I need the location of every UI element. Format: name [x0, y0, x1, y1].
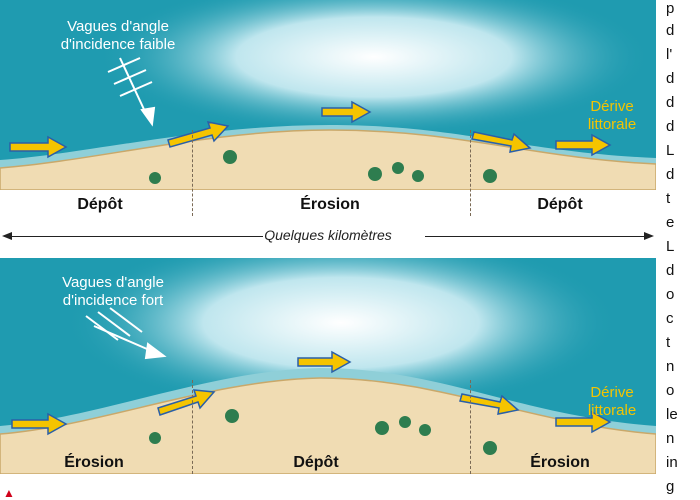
side-text-line: d: [666, 94, 675, 111]
side-text-line: d: [666, 262, 675, 279]
diagram-panel-low-angle: Vagues d'angle d'incidence faible Dérive…: [0, 0, 656, 190]
drift-label-bottom: Dérive littorale: [587, 384, 637, 419]
zone-label-top-1: Dépôt: [77, 196, 123, 213]
scale-label: Quelques kilomètres: [264, 227, 392, 243]
zone-divider: [470, 380, 471, 474]
side-text-line: d: [666, 118, 675, 135]
wave-crests-icon: [85, 307, 167, 360]
side-text-line: n: [666, 430, 675, 447]
red-triangle-icon: ▲: [3, 486, 15, 500]
side-text-line: d: [666, 70, 675, 87]
side-text-line: in: [666, 454, 678, 471]
side-text-line: d: [666, 22, 675, 39]
vegetation: [149, 150, 497, 184]
side-text-line: l': [666, 46, 673, 63]
scale-line-left: [8, 236, 263, 237]
zone-label-bottom-2: Dépôt: [293, 454, 339, 471]
side-text-column: p d l' d d d L d t e L d o c t n o le n …: [664, 0, 700, 500]
side-text-line: c: [666, 310, 674, 327]
side-text-line: t: [666, 334, 671, 351]
side-text-line: o: [666, 286, 675, 303]
vegetation: [149, 409, 497, 455]
wave-label-top: Vagues d'angle d'incidence faible: [60, 18, 176, 53]
side-text-line: d: [666, 166, 675, 183]
side-text-line: t: [666, 190, 671, 207]
side-text-line: p: [666, 0, 675, 17]
side-text-line: g: [666, 478, 675, 495]
zone-divider: [470, 130, 471, 216]
coast-illustration-top: [0, 0, 656, 190]
coast-illustration-bottom: [0, 258, 656, 474]
wave-crests-icon: [107, 57, 156, 127]
side-text-line: n: [666, 358, 675, 375]
zone-divider: [192, 380, 193, 474]
zone-label-top-2: Érosion: [300, 196, 360, 213]
scale-bar: Quelques kilomètres: [0, 226, 656, 246]
zone-label-bottom-3: Érosion: [530, 454, 590, 471]
drift-arrow-icon: [9, 100, 612, 159]
scale-arrowheads-icon: [2, 232, 654, 240]
side-text-line: e: [666, 214, 675, 231]
side-text-line: L: [666, 142, 675, 159]
drift-label-top: Dérive littorale: [587, 98, 637, 133]
zone-label-top-3: Dépôt: [537, 196, 583, 213]
side-text-line: o: [666, 382, 675, 399]
zone-divider: [192, 130, 193, 216]
drift-arrow-icon: [11, 350, 612, 436]
wave-label-bottom: Vagues d'angle d'incidence fort: [62, 274, 164, 309]
zone-label-bottom-1: Érosion: [64, 454, 124, 471]
scale-line-right: [425, 236, 647, 237]
diagram-panel-high-angle: Vagues d'angle d'incidence fort Dérive l…: [0, 258, 656, 474]
side-text-line: le: [666, 406, 678, 423]
side-text-line: L: [666, 238, 675, 255]
